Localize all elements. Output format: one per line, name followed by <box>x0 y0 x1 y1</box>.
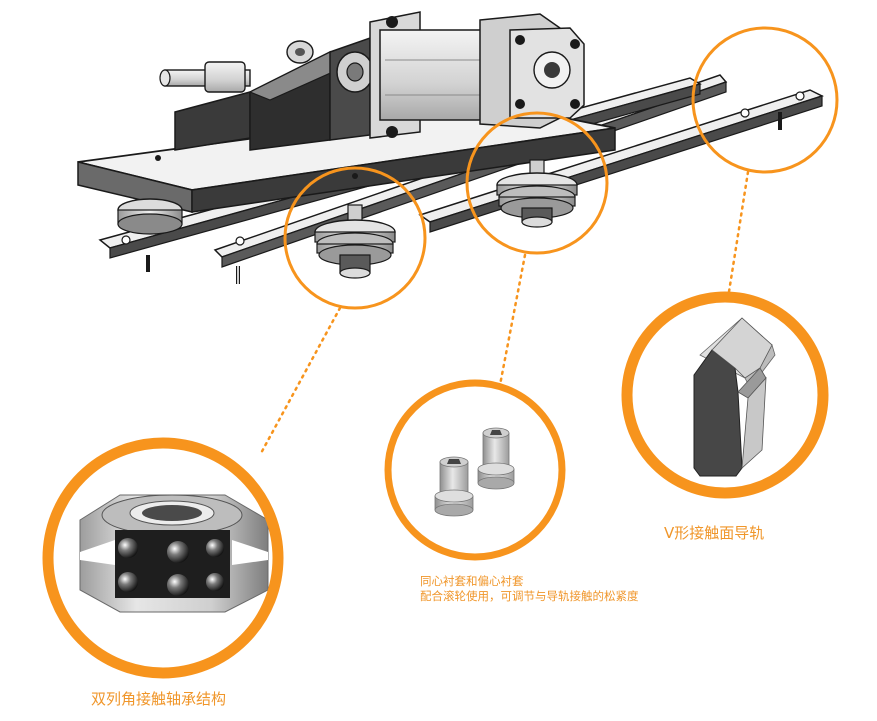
roller-left <box>117 198 183 235</box>
ball-6 <box>206 573 224 591</box>
v-rail-detail <box>621 291 829 499</box>
ball-5 <box>167 574 189 596</box>
bushing-detail <box>384 379 566 561</box>
highlight-roller-right <box>465 111 609 255</box>
bushing-caption-line1: 同心衬套和偏心衬套 <box>420 574 524 588</box>
v-rail-detail-ring <box>621 291 829 499</box>
bushing-detail-ring <box>384 379 566 561</box>
bearing-caption: 双列角接触轴承结构 <box>91 690 227 708</box>
bushing-caption-line2: 配合滚轮使用，可调节与导轨接触的松紧度 <box>420 589 639 603</box>
bearing-detail <box>42 437 284 679</box>
bearing-detail-ring <box>42 437 284 679</box>
roller-center <box>314 204 396 279</box>
highlight-roller-center <box>283 166 427 310</box>
roller-right <box>496 159 578 228</box>
leader-bushing <box>498 253 527 387</box>
leader-rail <box>726 170 750 300</box>
ball-3 <box>206 539 224 557</box>
guide-rail-assembly <box>77 11 824 284</box>
mounting-bracket <box>174 36 374 151</box>
rail-caption: V形接触面导轨 <box>664 524 765 542</box>
highlight-rail-end <box>691 26 839 174</box>
carriage-plate <box>77 104 616 213</box>
eccentric-bushing <box>477 427 515 490</box>
ball-4 <box>118 572 138 592</box>
ball-2 <box>167 541 189 563</box>
leader-lines <box>258 170 750 457</box>
highlight-circles <box>283 26 839 310</box>
leader-bearing <box>258 306 342 457</box>
bushing-caption: 同心衬套和偏心衬套 配合滚轮使用，可调节与导轨接触的松紧度 <box>420 574 639 604</box>
piston-rod <box>159 61 251 93</box>
air-cylinder <box>369 11 585 139</box>
concentric-bushing <box>434 456 474 517</box>
ball-1 <box>118 538 138 558</box>
